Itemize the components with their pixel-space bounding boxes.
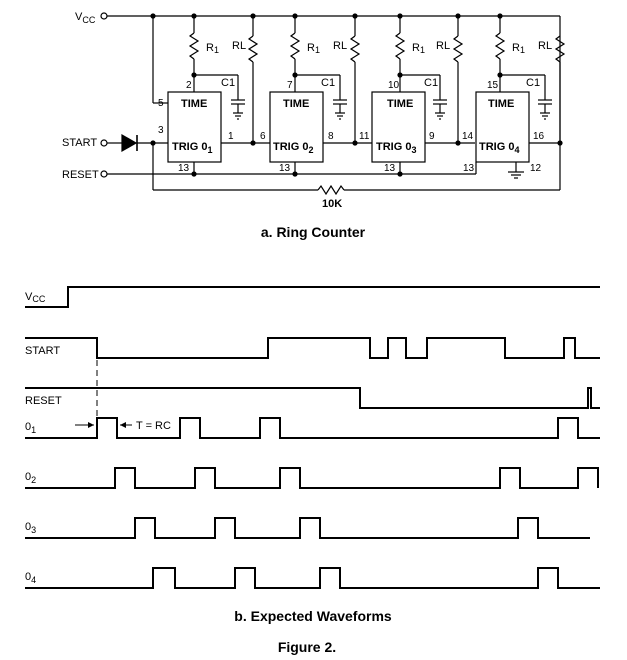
time-label: TIME (283, 98, 309, 110)
trig-label: TRIG 04 (479, 141, 519, 155)
c1-label: C1 (526, 77, 540, 89)
r1-label: R1 (412, 42, 425, 55)
waveform-labels: VCC START RESET 01 02 03 04 T = RC b. Ex… (25, 291, 392, 655)
pin-extra: 12 (530, 163, 542, 174)
pin-in: 6 (260, 131, 266, 142)
signal-label-start: START (25, 345, 60, 357)
timing-waveforms (25, 286, 600, 589)
rl-resistor-icon (452, 35, 464, 63)
rl-label: RL (333, 40, 347, 52)
t-rc-annotation: T = RC (136, 420, 171, 432)
stage-4-labels: R1 RL C1 TIME TRIG 04 15 14 16 13 12 (462, 40, 552, 174)
pin-out: 16 (533, 131, 545, 142)
c1-label: C1 (321, 77, 335, 89)
pin-top: 7 (287, 80, 293, 91)
pin-left: 5 (158, 98, 164, 109)
vcc-label: VCC (75, 11, 96, 25)
signal-label-o1: 01 (25, 421, 36, 435)
rl-resistor-icon (349, 35, 361, 63)
signal-label-vcc: VCC (25, 291, 46, 304)
r1-label: R1 (206, 42, 219, 55)
r1-resistor-icon (188, 32, 200, 60)
pin-bottom: 13 (384, 163, 396, 174)
waveform-o2 (25, 467, 599, 489)
pin-out: 8 (328, 131, 334, 142)
caption-a: a. Ring Counter (261, 224, 366, 240)
signal-label-reset: RESET (25, 395, 62, 407)
stage-1-labels: R1 RL C1 TIME TRIG 01 2 5 3 1 13 (158, 40, 246, 174)
reset-terminal (100, 170, 108, 178)
rl-resistor-icon (247, 35, 259, 63)
pin-bottom: 13 (178, 163, 190, 174)
caption-b: b. Expected Waveforms (234, 608, 392, 624)
ring-counter-circuit (100, 12, 566, 196)
time-label: TIME (387, 98, 413, 110)
rl-label: RL (436, 40, 450, 52)
time-label: TIME (488, 98, 514, 110)
stage-2-labels: R1 RL C1 TIME TRIG 02 7 6 8 13 (260, 40, 347, 174)
stage-3-labels: R1 RL C1 TIME TRIG 03 10 11 9 13 (359, 40, 450, 174)
waveform-o3 (25, 517, 590, 539)
reset-label: RESET (62, 169, 99, 181)
rl-resistor-icon (554, 35, 566, 63)
stage-2 (269, 16, 372, 174)
pin-bottom: 13 (279, 163, 291, 174)
signal-label-o4: 04 (25, 571, 36, 585)
waveform-reset (25, 387, 600, 409)
r1-resistor-icon (289, 32, 301, 60)
waveform-vcc (25, 286, 600, 308)
pin-bottom: 13 (463, 163, 475, 174)
time-label: TIME (181, 98, 207, 110)
start-terminal (100, 139, 108, 147)
diode-icon (121, 133, 138, 153)
trig-label: TRIG 01 (172, 141, 212, 155)
circuit-labels: VCC START RESET 10K R1 RL C1 TIME TRIG 0… (62, 11, 552, 240)
signal-label-o2: 02 (25, 471, 36, 485)
arrow-left-icon (120, 422, 126, 428)
figure-caption: Figure 2. (278, 639, 336, 655)
r1-label: R1 (307, 42, 320, 55)
pin-top: 10 (388, 80, 400, 91)
stage-3-box (371, 91, 426, 163)
pin-in: 14 (462, 131, 474, 142)
waveform-o4 (25, 567, 600, 589)
start-label: START (62, 137, 97, 149)
resistor-10k-icon (317, 184, 345, 196)
trig-label: TRIG 03 (376, 141, 416, 155)
resistor-10k-label: 10K (322, 198, 342, 210)
waveform-start (25, 337, 600, 359)
rl-label: RL (232, 40, 246, 52)
pin-in: 3 (158, 125, 164, 136)
arrow-right-icon (88, 422, 94, 428)
pin-top: 2 (186, 80, 192, 91)
pin-out: 9 (429, 131, 435, 142)
stage-2-box (269, 91, 324, 163)
stage-1 (152, 16, 270, 174)
junction-dots (150, 13, 563, 177)
pin-top: 15 (487, 80, 499, 91)
signal-label-o3: 03 (25, 521, 36, 535)
r1-label: R1 (512, 42, 525, 55)
stage-4-box (475, 91, 530, 163)
c1-label: C1 (424, 77, 438, 89)
r1-resistor-icon (494, 32, 506, 60)
r1-resistor-icon (394, 32, 406, 60)
vcc-terminal (100, 12, 108, 20)
stage-4 (475, 16, 566, 179)
trig-label: TRIG 02 (273, 141, 313, 155)
rl-label: RL (538, 40, 552, 52)
waveform-o1 (25, 417, 600, 439)
pin-out: 1 (228, 131, 234, 142)
pin-in: 11 (359, 131, 370, 142)
c1-label: C1 (221, 77, 235, 89)
